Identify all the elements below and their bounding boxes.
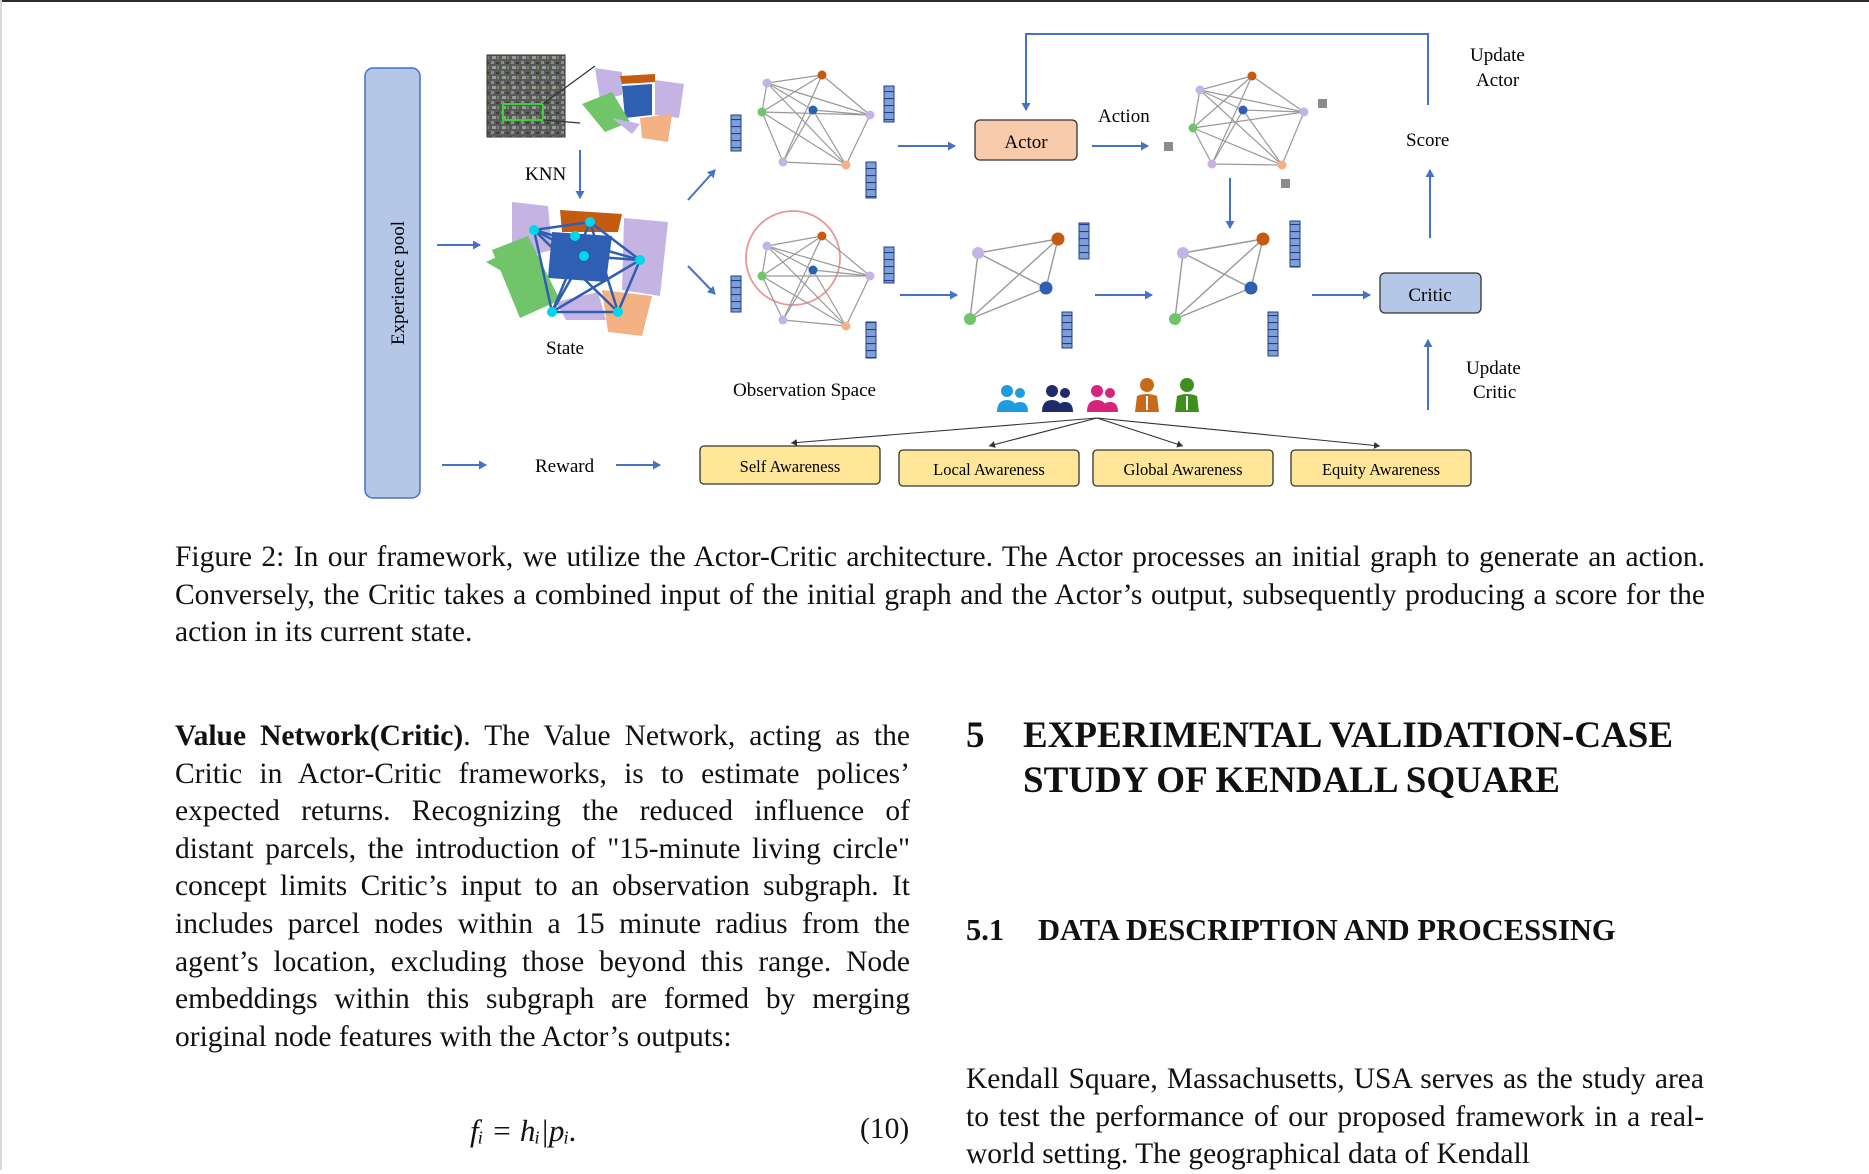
- people-icon-lightblue: [997, 385, 1028, 412]
- critic-box: Critic: [1379, 272, 1482, 314]
- experience-pool-label: Experience pool: [388, 221, 409, 345]
- subgraph-2: [1169, 220, 1301, 357]
- update-critic-label-2: Critic: [1473, 382, 1516, 403]
- people-icon-navy: [1042, 385, 1073, 412]
- local-awareness-box: Local Awareness: [898, 449, 1080, 487]
- global-awareness-label: Global Awareness: [1124, 460, 1243, 479]
- paragraph-body: . The Value Network, acting as the Criti…: [175, 720, 910, 1053]
- critic-label: Critic: [1408, 285, 1451, 306]
- state-to-obs-top-arrow: [687, 169, 716, 201]
- knn-label: KNN: [525, 164, 566, 185]
- action-graph-top: [1188, 71, 1327, 188]
- subgraph-1: [964, 222, 1090, 349]
- update-actor-loop-arrow: [1021, 33, 1429, 111]
- subsection-title: DATA DESCRIPTION AND PROCESSING: [1038, 913, 1616, 947]
- score-label: Score: [1406, 130, 1449, 151]
- state-to-obs-bottom-arrow: [687, 265, 716, 295]
- awareness-fan-lines: [790, 417, 1381, 449]
- actor-label: Actor: [1004, 132, 1048, 153]
- window-top-border: [0, 0, 1869, 2]
- section-title: EXPERIMENTAL VALIDATION-CASE STUDY OF KE…: [1023, 715, 1674, 801]
- experience-pool-box: Experience pool: [364, 67, 421, 499]
- section-number: 5: [966, 715, 985, 756]
- zoomed-parcels: [582, 68, 684, 142]
- update-actor-label-2: Actor: [1476, 70, 1520, 91]
- observation-graph-top: [730, 70, 895, 199]
- figure-caption: Figure 2: In our framework, we utilize t…: [175, 541, 1705, 648]
- person-icon-green: [1175, 378, 1199, 412]
- framework-figure: Experience pool KNN: [364, 33, 1525, 499]
- state-label: State: [546, 338, 584, 359]
- subsection-number: 5.1: [966, 913, 1005, 947]
- self-awareness-box: Self Awareness: [699, 445, 881, 485]
- self-awareness-label: Self Awareness: [740, 457, 841, 476]
- aerial-map: [486, 54, 596, 138]
- actor-box: Actor: [974, 119, 1078, 161]
- kendall-paragraph: Kendall Square, Massachusetts, USA serve…: [966, 1063, 1704, 1171]
- action-label: Action: [1098, 106, 1150, 127]
- people-icon-magenta: [1087, 385, 1118, 412]
- equity-awareness-box: Equity Awareness: [1290, 449, 1472, 487]
- value-network-paragraph: Value Network(Critic). The Value Network…: [175, 718, 910, 1056]
- observation-graph-bottom: [730, 210, 895, 359]
- observation-space-label: Observation Space: [733, 380, 876, 401]
- global-awareness-box: Global Awareness: [1092, 449, 1274, 487]
- person-icon-orange: [1135, 378, 1159, 412]
- update-critic-label-1: Update: [1466, 358, 1521, 379]
- reward-label: Reward: [535, 456, 595, 477]
- state-graph: [486, 202, 668, 336]
- equity-awareness-label: Equity Awareness: [1322, 460, 1440, 479]
- local-awareness-label: Local Awareness: [933, 460, 1045, 479]
- equation-number: (10): [860, 1113, 910, 1145]
- equation-10: fᵢ = hᵢ|pᵢ.: [470, 1113, 578, 1148]
- paragraph-lead: Value Network(Critic): [175, 720, 464, 752]
- window-left-edge: [0, 0, 2, 1170]
- update-actor-label-1: Update: [1470, 45, 1525, 66]
- action-square: [1164, 142, 1173, 151]
